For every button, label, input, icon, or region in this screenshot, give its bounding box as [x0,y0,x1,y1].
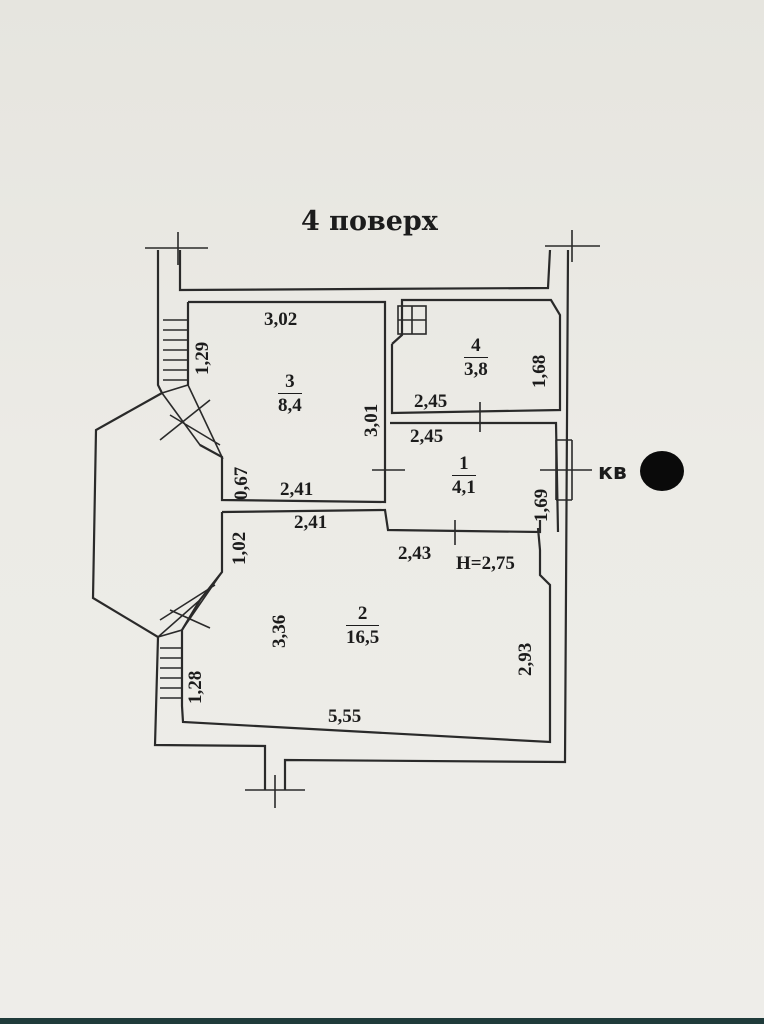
apartment-label: кв [598,460,627,485]
window-left-top [163,319,188,381]
door-jambs-right [555,439,573,501]
window-left-bottom [160,647,182,699]
dim-room2-bay: 1,02 [229,531,250,565]
dim-room4-right: 1,68 [529,354,550,388]
dim-room1-bottom: 2,43 [398,543,432,564]
room-3-number: 3 [278,372,302,394]
room-2-label: 2 16,5 [346,604,380,648]
room-2-area: 16,5 [346,627,380,648]
dim-room2-lower-left: 1,28 [185,670,206,704]
dim-room1-top: 2,45 [410,426,444,447]
dim-room3-right: 3,01 [361,403,382,437]
outer-wall [91,249,570,790]
dim-room1-right: 1,69 [531,488,552,522]
dim-room3-left: 1,29 [192,341,213,375]
room-1-area: 4,1 [452,477,476,498]
floor-title: 4 поверх [301,206,438,237]
room-1-number: 1 [452,454,476,476]
inner-wall [180,298,562,744]
dim-room2-left: 3,36 [269,614,290,648]
screen-bottom-bar [0,1018,764,1024]
dim-room3-bay: 0,67 [231,466,252,500]
room-4-number: 4 [464,336,488,358]
door-mark [372,402,481,545]
ceiling-height: H=2,75 [456,553,515,574]
dim-room4-bottom: 2,45 [414,391,448,412]
room-4-area: 3,8 [464,359,488,380]
axis-mark-top-right [545,230,600,262]
axis-mark-top-left [145,232,208,265]
dim-room2-bottom: 5,55 [328,706,362,727]
room-1-label: 1 4,1 [452,454,476,497]
room-4-label: 4 3,8 [464,336,488,379]
room-2-number: 2 [346,604,380,626]
room-3-label: 3 8,4 [278,372,302,415]
dim-room2-right: 2,93 [515,642,536,676]
vent-shaft-cross [398,306,426,334]
bay-window-lower [157,571,223,638]
dim-room3-bottom: 2,41 [280,479,314,500]
redaction-mark [640,451,684,491]
dim-room2-top: 2,41 [294,512,328,533]
axis-mark-bottom [245,775,305,808]
bay-window-upper [159,384,224,459]
dim-room3-top: 3,02 [264,309,298,330]
room-3-area: 8,4 [278,395,302,416]
